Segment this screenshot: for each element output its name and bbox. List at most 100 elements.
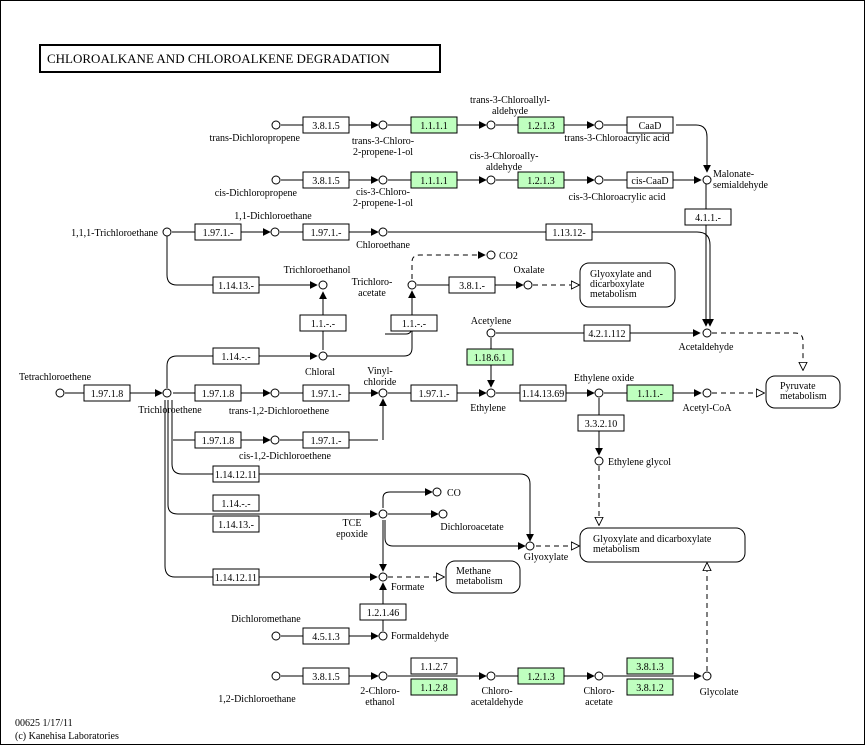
enzyme-e12[interactable]: 4.1.1.- (684, 208, 732, 226)
compound-node[interactable] (378, 572, 388, 582)
compound-node[interactable] (523, 280, 533, 290)
enzyme-label: 1.97.1.- (311, 228, 342, 239)
compound-node[interactable] (162, 388, 172, 398)
compound-node[interactable] (594, 671, 604, 681)
compound-node[interactable] (594, 456, 604, 466)
enzyme-e4[interactable]: CaaD (626, 116, 674, 134)
compound-node[interactable] (702, 388, 712, 398)
enzyme-label: 3.8.1.5 (312, 121, 340, 132)
enzyme-e19[interactable]: 1.14.-.- (212, 347, 260, 365)
map-link-label: metabolism (593, 544, 640, 555)
compound-node[interactable] (702, 328, 712, 338)
enzyme-e21[interactable]: 1.97.1.8 (194, 384, 242, 402)
enzyme-e7[interactable]: 1.2.1.3 (517, 171, 565, 189)
compound-node[interactable] (318, 351, 328, 361)
enzyme-e26[interactable]: 3.3.2.10 (577, 414, 625, 432)
compound-node[interactable] (270, 388, 280, 398)
enzyme-e39[interactable]: 3.8.1.3 (626, 657, 674, 675)
compound-node[interactable] (378, 671, 388, 681)
enzyme-e32[interactable]: 1.14.12.11 (212, 568, 260, 586)
enzyme-e36[interactable]: 1.1.2.7 (410, 657, 458, 675)
compound-node[interactable] (486, 250, 496, 260)
enzyme-e25[interactable]: 1.1.1.- (626, 384, 674, 402)
compound-node[interactable] (486, 328, 496, 338)
compound-node[interactable] (378, 509, 388, 519)
compound-label-acetaldehyde: Acetaldehyde (679, 342, 735, 353)
compound-label-tce-epoxide: epoxide (336, 529, 368, 540)
enzyme-e37[interactable]: 1.1.2.8 (410, 678, 458, 696)
enzyme-e31[interactable]: 1.14.13.- (212, 515, 260, 533)
enzyme-e13[interactable]: 1.14.13.- (212, 276, 260, 294)
compound-node[interactable] (438, 509, 448, 519)
enzyme-e28[interactable]: 1.97.1.- (302, 431, 350, 449)
enzyme-e24[interactable]: 1.14.13.69 (519, 384, 567, 402)
enzyme-e40[interactable]: 3.8.1.2 (626, 678, 674, 696)
enzyme-label: 3.8.1.2 (636, 683, 664, 694)
compound-node[interactable] (407, 280, 417, 290)
enzyme-e14[interactable]: 3.8.1.- (448, 276, 496, 294)
compound-label-cis-dce: cis-1,2-Dichloroethene (239, 451, 331, 462)
compound-node[interactable] (525, 541, 535, 551)
compound-node[interactable] (270, 227, 280, 237)
compound-node[interactable] (378, 227, 388, 237)
compound-label-trichloroethanol: Trichloroethanol (284, 265, 351, 276)
enzyme-e27[interactable]: 1.97.1.8 (194, 431, 242, 449)
compound-node[interactable] (378, 388, 388, 398)
enzyme-e5[interactable]: 3.8.1.5 (302, 171, 350, 189)
compound-label-formate: Formate (391, 582, 425, 593)
enzyme-e15[interactable]: 1.1.-.- (299, 314, 347, 332)
enzyme-e23[interactable]: 1.97.1.- (410, 384, 458, 402)
footer-copyright: (c) Kanehisa Laboratories (15, 731, 119, 742)
compound-node[interactable] (486, 120, 496, 130)
enzyme-e29[interactable]: 1.14.12.11 (212, 465, 260, 483)
compound-node[interactable] (271, 175, 281, 185)
compound-node[interactable] (594, 120, 604, 130)
compound-node[interactable] (486, 671, 496, 681)
enzyme-e11[interactable]: 1.13.12- (545, 223, 593, 241)
compound-node[interactable] (271, 120, 281, 130)
enzyme-e17[interactable]: 4.2.1.112 (583, 324, 631, 342)
compound-node[interactable] (486, 388, 496, 398)
enzyme-e3[interactable]: 1.2.1.3 (517, 116, 565, 134)
compound-node[interactable] (378, 120, 388, 130)
compound-node[interactable] (55, 388, 65, 398)
enzyme-e16[interactable]: 1.1.-.- (390, 314, 438, 332)
compound-node[interactable] (594, 175, 604, 185)
compound-node[interactable] (271, 631, 281, 641)
enzyme-e20[interactable]: 1.97.1.8 (83, 384, 131, 402)
compound-node[interactable] (432, 487, 442, 497)
compound-node[interactable] (318, 280, 328, 290)
enzyme-e6[interactable]: 1.1.1.1 (410, 171, 458, 189)
enzyme-e10[interactable]: 1.97.1.- (302, 223, 350, 241)
compound-node[interactable] (378, 175, 388, 185)
enzyme-e35[interactable]: 3.8.1.5 (302, 667, 350, 685)
compound-node[interactable] (270, 435, 280, 445)
enzyme-e18[interactable]: 1.18.6.1 (466, 348, 514, 366)
compound-node[interactable] (162, 227, 172, 237)
enzyme-e38[interactable]: 1.2.1.3 (517, 667, 565, 685)
enzyme-e30[interactable]: 1.14.-.- (212, 494, 260, 512)
compound-node[interactable] (271, 671, 281, 681)
enzyme-e8[interactable]: cis-CaaD (626, 171, 674, 189)
compound-node[interactable] (486, 175, 496, 185)
compound-node[interactable] (378, 631, 388, 641)
enzyme-label: 1.97.1.- (311, 436, 342, 447)
enzyme-label: 1.97.1.8 (202, 389, 235, 400)
enzyme-e1[interactable]: 3.8.1.5 (302, 116, 350, 134)
compound-node[interactable] (702, 671, 712, 681)
enzyme-e33[interactable]: 1.2.1.46 (359, 603, 407, 621)
enzyme-e34[interactable]: 4.5.1.3 (302, 627, 350, 645)
compound-node[interactable] (594, 388, 604, 398)
enzyme-e22[interactable]: 1.97.1.- (302, 384, 350, 402)
enzyme-e9[interactable]: 1.97.1.- (194, 223, 242, 241)
enzyme-boxes: 3.8.1.5 1.1.1.1 1.2.1.3 CaaD 3.8.1.5 1.1.1.1 1… (83, 116, 732, 696)
compound-label-ethylene: Ethylene (470, 403, 506, 414)
compound-node[interactable] (702, 175, 712, 185)
compound-label-ethylene-glycol: Ethylene glycol (608, 457, 671, 468)
enzyme-e2[interactable]: 1.1.1.1 (410, 116, 458, 134)
